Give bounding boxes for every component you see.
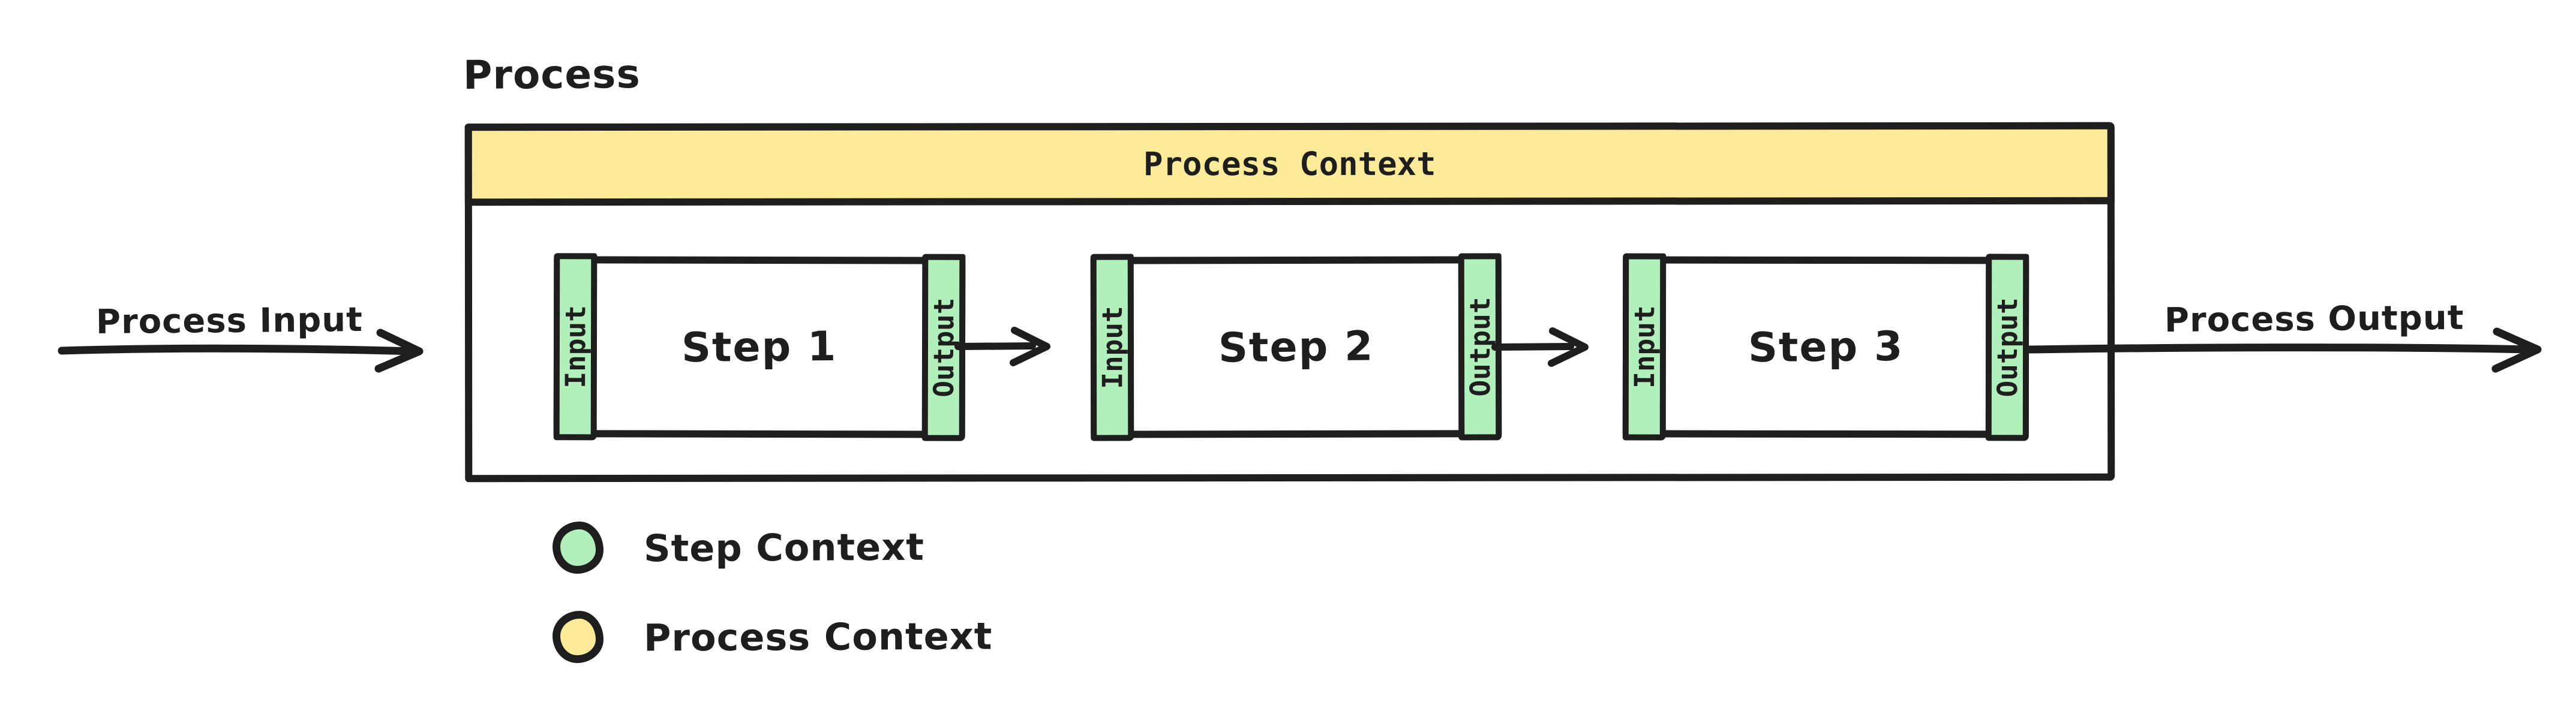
step-3-input-bar: Input xyxy=(1622,253,1667,441)
diagram-title: Process xyxy=(463,50,641,99)
process-output-arrow xyxy=(2025,327,2542,373)
step-3-output-label: Output xyxy=(1990,297,2024,397)
legend-label-process-context: Process Context xyxy=(643,613,993,660)
process-context-banner: Process Context xyxy=(464,122,2115,206)
process-output-arrow-head xyxy=(2491,327,2542,373)
step-2-box: Input Step 2 Output xyxy=(1090,253,1502,441)
step-3-box: Input Step 3 Output xyxy=(1622,253,2029,441)
process-input-arrow xyxy=(58,329,424,373)
step-3-output-bar: Output xyxy=(1985,254,2029,441)
process-output-arrow-line xyxy=(2025,344,2535,354)
step-1-box: Input Step 1 Output xyxy=(553,253,966,441)
step-2-output-label: Output xyxy=(1463,297,1497,397)
arrow-step2-step3 xyxy=(1491,327,1589,367)
step-2-input-label: Input xyxy=(1095,306,1129,389)
step-context-swatch xyxy=(553,521,604,574)
arrow-step2-step3-head xyxy=(1548,327,1589,367)
arrow-step1-step2-head xyxy=(1010,327,1050,366)
step-1-input-bar: Input xyxy=(553,253,598,441)
step-3-input-label: Input xyxy=(1628,305,1661,388)
step-1-label: Step 1 xyxy=(681,323,837,372)
process-context-banner-label: Process Context xyxy=(1143,144,1436,183)
process-context-swatch xyxy=(553,610,604,663)
process-input-arrow-head xyxy=(374,329,424,373)
step-2-label: Step 2 xyxy=(1218,322,1374,372)
process-input-arrow-line xyxy=(58,344,416,355)
legend-label-step-context: Step Context xyxy=(643,525,925,570)
step-1-input-label: Input xyxy=(559,305,592,388)
legend-item-step-context: Step Context xyxy=(553,521,925,574)
arrow-step1-step2-line xyxy=(954,342,1036,350)
step-2-input-bar: Input xyxy=(1090,254,1134,441)
step-3-label: Step 3 xyxy=(1748,323,1904,372)
legend-item-process-context: Process Context xyxy=(553,610,993,663)
arrow-step1-step2 xyxy=(954,327,1050,366)
